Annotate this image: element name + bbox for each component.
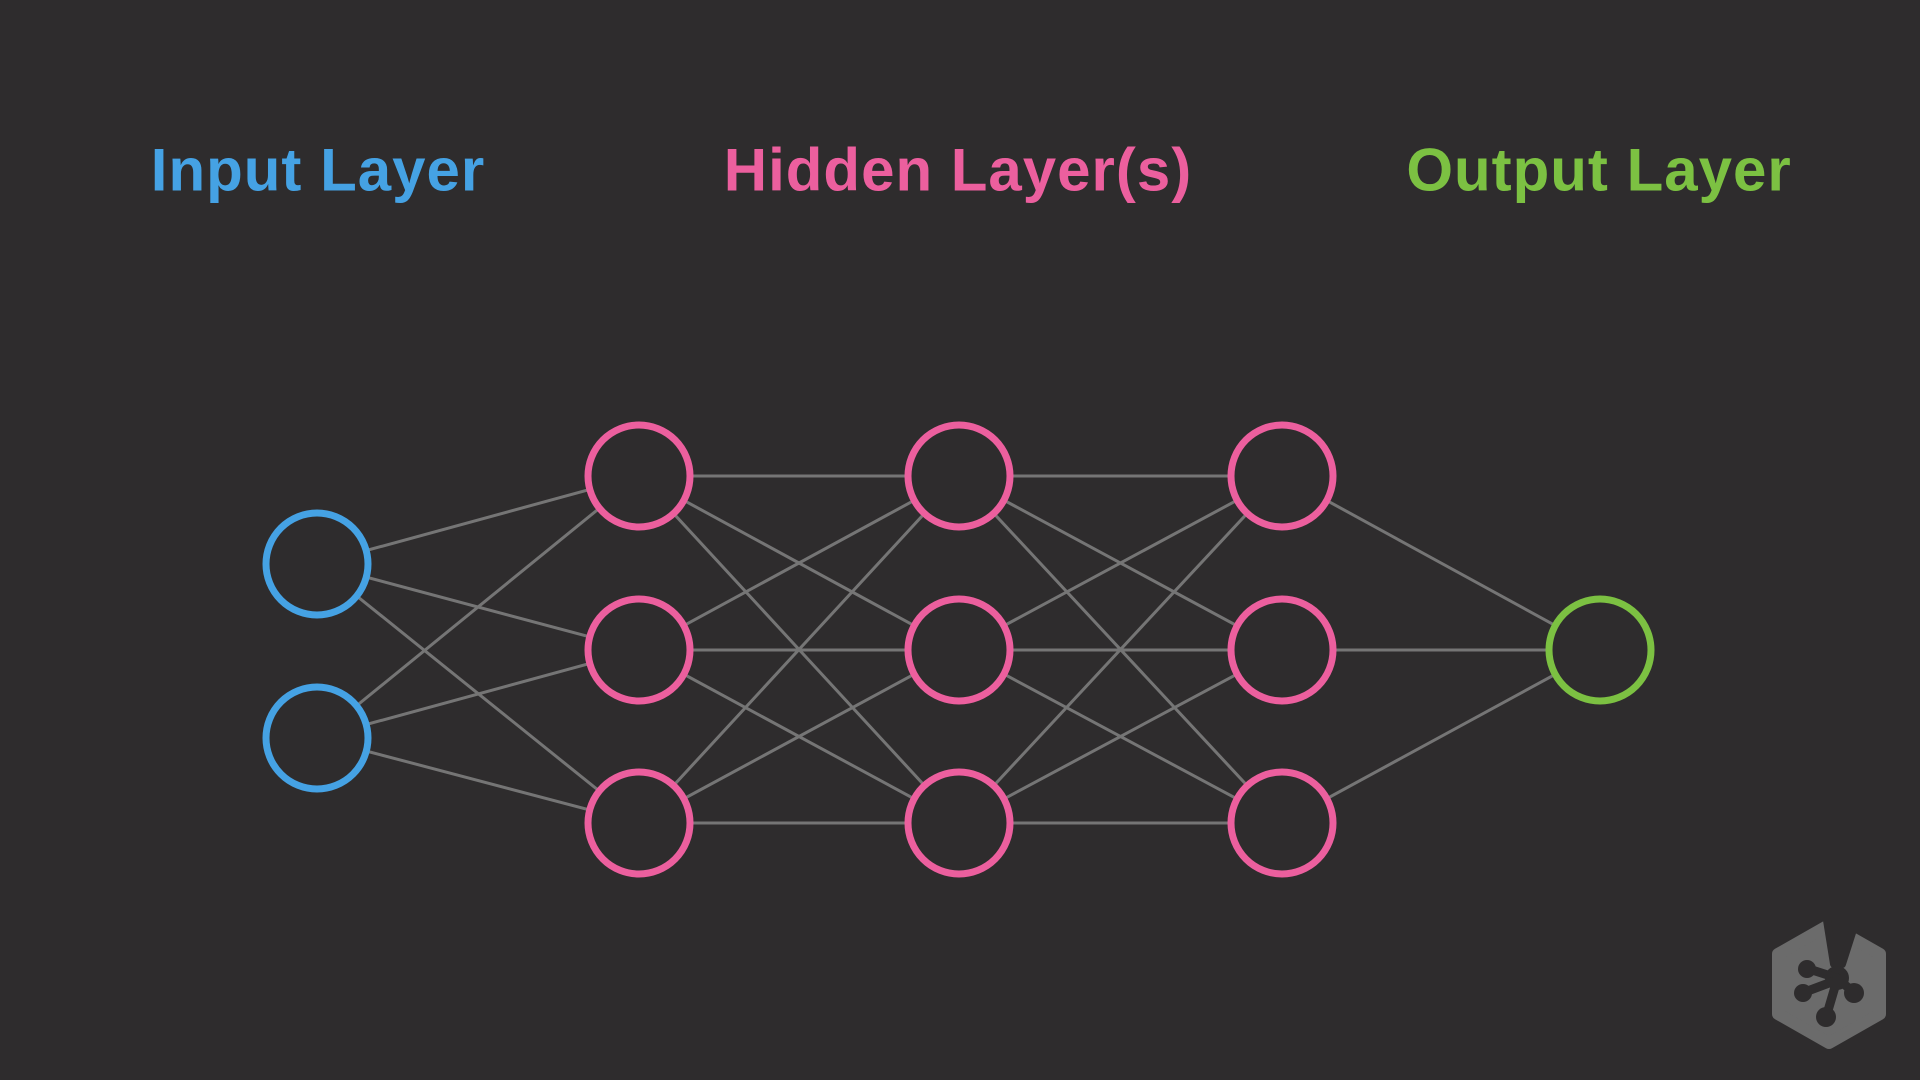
logo-frog-foot-cutout <box>1794 918 1864 1027</box>
node-hidden-1-3 <box>584 768 694 878</box>
edge-hidden-2-to-hidden-3 <box>958 474 1283 652</box>
edge-hidden-2-to-hidden-3 <box>957 474 1284 825</box>
edge-hidden-3-to-output <box>1281 474 1601 652</box>
node-hidden-2-1 <box>904 421 1014 531</box>
node-hidden-2-3 <box>904 768 1014 878</box>
node-hidden-3-2 <box>1227 595 1337 705</box>
node-hidden-3-3 <box>1227 768 1337 878</box>
node-input-1 <box>262 509 372 619</box>
edge-hidden-1-to-hidden-2 <box>638 648 960 825</box>
node-hidden-1-2 <box>584 595 694 705</box>
node-output-1 <box>1545 595 1655 705</box>
input-layer-label: Input Layer <box>150 136 486 204</box>
hidden-layer-label: Hidden Layer(s) <box>723 136 1193 204</box>
edge-input-to-hidden-1 <box>316 736 640 825</box>
node-hidden-3-1 <box>1227 421 1337 531</box>
output-layer-label: Output Layer <box>1406 136 1792 204</box>
edge-hidden-3-to-output <box>1281 648 1601 825</box>
node-hidden-2-2 <box>904 595 1014 705</box>
hexagon-frog-logo <box>1772 918 1886 1049</box>
edge-input-to-hidden-1 <box>316 648 640 740</box>
edge-input-to-hidden-1 <box>316 474 640 740</box>
edge-hidden-2-to-hidden-3 <box>958 648 1283 825</box>
edge-hidden-1-to-hidden-2 <box>638 474 960 652</box>
node-input-2 <box>262 683 372 793</box>
edge-hidden-1-to-hidden-2 <box>637 474 961 825</box>
edge-input-to-hidden-1 <box>316 474 640 566</box>
node-hidden-1-1 <box>584 421 694 531</box>
